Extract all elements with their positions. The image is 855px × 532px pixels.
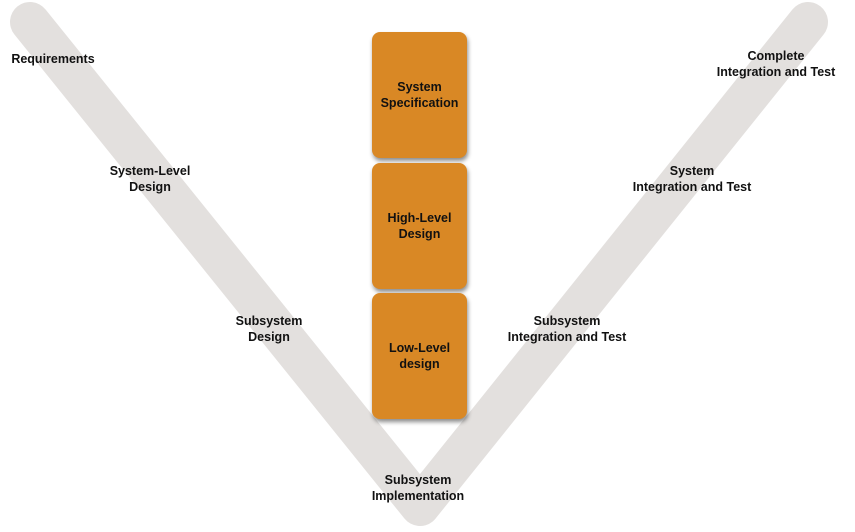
label-requirements: Requirements [11,52,95,66]
